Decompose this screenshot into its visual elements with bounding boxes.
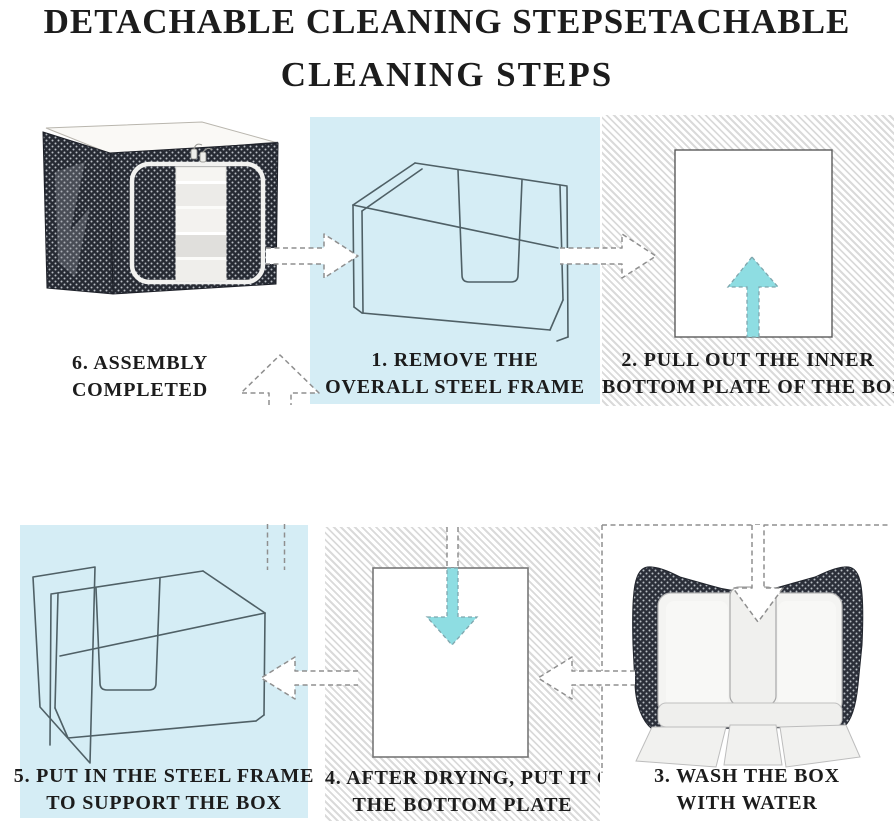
box-piping-trim (129, 161, 266, 285)
bottom-plate-illustration (372, 527, 529, 758)
box-bottom-flaps (635, 724, 861, 768)
assembled-storage-box-illustration (42, 121, 279, 295)
panel-step-2: 2. PULL OUT THE INNER BOTTOM PLATE OF TH… (602, 115, 894, 406)
caption-step-2-line-1: 2. PULL OUT THE INNER (621, 349, 875, 371)
caption-step-1-line-2: OVERALL STEEL FRAME (325, 375, 585, 398)
flow-arrow-up-shaft-icon (266, 524, 286, 570)
flow-arrow-right-1-icon (266, 233, 359, 279)
caption-step-3-line-1: 3. WASH THE BOX (654, 765, 840, 787)
cyan-down-arrow-icon (425, 567, 479, 646)
box-left-face (42, 131, 114, 295)
caption-step-6-line-2: COMPLETED (71, 378, 209, 401)
caption-step-5-line-1: 5. PUT IN THE STEEL FRAME (13, 765, 315, 787)
title-line-1: DETACHABLE CLEANING STEPSETACHABLE (43, 2, 851, 41)
caption-step-4-line-1: 4. AFTER DRYING, PUT IT ON (325, 767, 629, 789)
caption-step-4: 4. AFTER DRYING, PUT IT ON THE BOTTOM PL… (325, 765, 629, 818)
flow-arrow-left-1-icon (260, 656, 358, 700)
panel-step-6: 6. ASSEMBLY COMPLETED (0, 110, 300, 408)
panel-step-3: 3. WASH THE BOX WITH WATER (600, 515, 894, 821)
down-arrow-into-box-icon (732, 525, 784, 623)
box-front-window (175, 166, 227, 282)
panel-step-1: 1. REMOVE THE OVERALL STEEL FRAME (310, 117, 600, 404)
flow-arrow-left-2-icon (537, 656, 635, 700)
title-line-2: CLEANING STEPS (280, 55, 614, 94)
box-left-face-sheen (55, 162, 90, 277)
caption-step-5-line-2: TO SUPPORT THE BOX (46, 791, 282, 814)
caption-step-2-line-2: BOTTOM PLATE OF THE BOX (602, 375, 894, 398)
panel-step-5: 5. PUT IN THE STEEL FRAME TO SUPPORT THE… (14, 525, 313, 818)
interior-left-pane (666, 601, 728, 707)
flow-arrow-right-2-icon (560, 233, 657, 279)
caption-step-1: 1. REMOVE THE OVERALL STEEL FRAME (310, 347, 600, 400)
caption-step-5: 5. PUT IN THE STEEL FRAME TO SUPPORT THE… (2, 763, 326, 816)
detached-side-panel (32, 566, 96, 764)
box-bottom-band (657, 702, 843, 728)
steel-frame-wireframe-illustration (32, 566, 266, 764)
caption-step-3: 3. WASH THE BOX WITH WATER (600, 763, 894, 816)
interior-right-pane (778, 601, 836, 707)
caption-step-3-line-2: WITH WATER (676, 791, 818, 814)
panel-step-4: 4. AFTER DRYING, PUT IT ON THE BOTTOM PL… (325, 527, 629, 821)
poster-title: DETACHABLE CLEANING STEPSETACHABLE CLEAN… (0, 0, 894, 95)
washed-box-illustration (601, 524, 888, 773)
caption-step-4-line-2: THE BOTTOM PLATE (352, 793, 573, 816)
dashed-guide-border (601, 524, 888, 773)
cyan-up-arrow-icon (726, 255, 780, 338)
caption-step-2: 2. PULL OUT THE INNER BOTTOM PLATE OF TH… (602, 347, 894, 400)
arrow-shaft-gap (447, 527, 458, 568)
caption-step-6: 6. ASSEMBLY COMPLETED (30, 350, 250, 403)
caption-step-1-line-1: 1. REMOVE THE (371, 349, 539, 371)
flow-arrow-up-icon (240, 354, 320, 405)
zipper-pull (190, 143, 213, 163)
caption-step-6-line-1: 6. ASSEMBLY (72, 352, 208, 374)
bottom-plate-illustration (674, 149, 833, 338)
